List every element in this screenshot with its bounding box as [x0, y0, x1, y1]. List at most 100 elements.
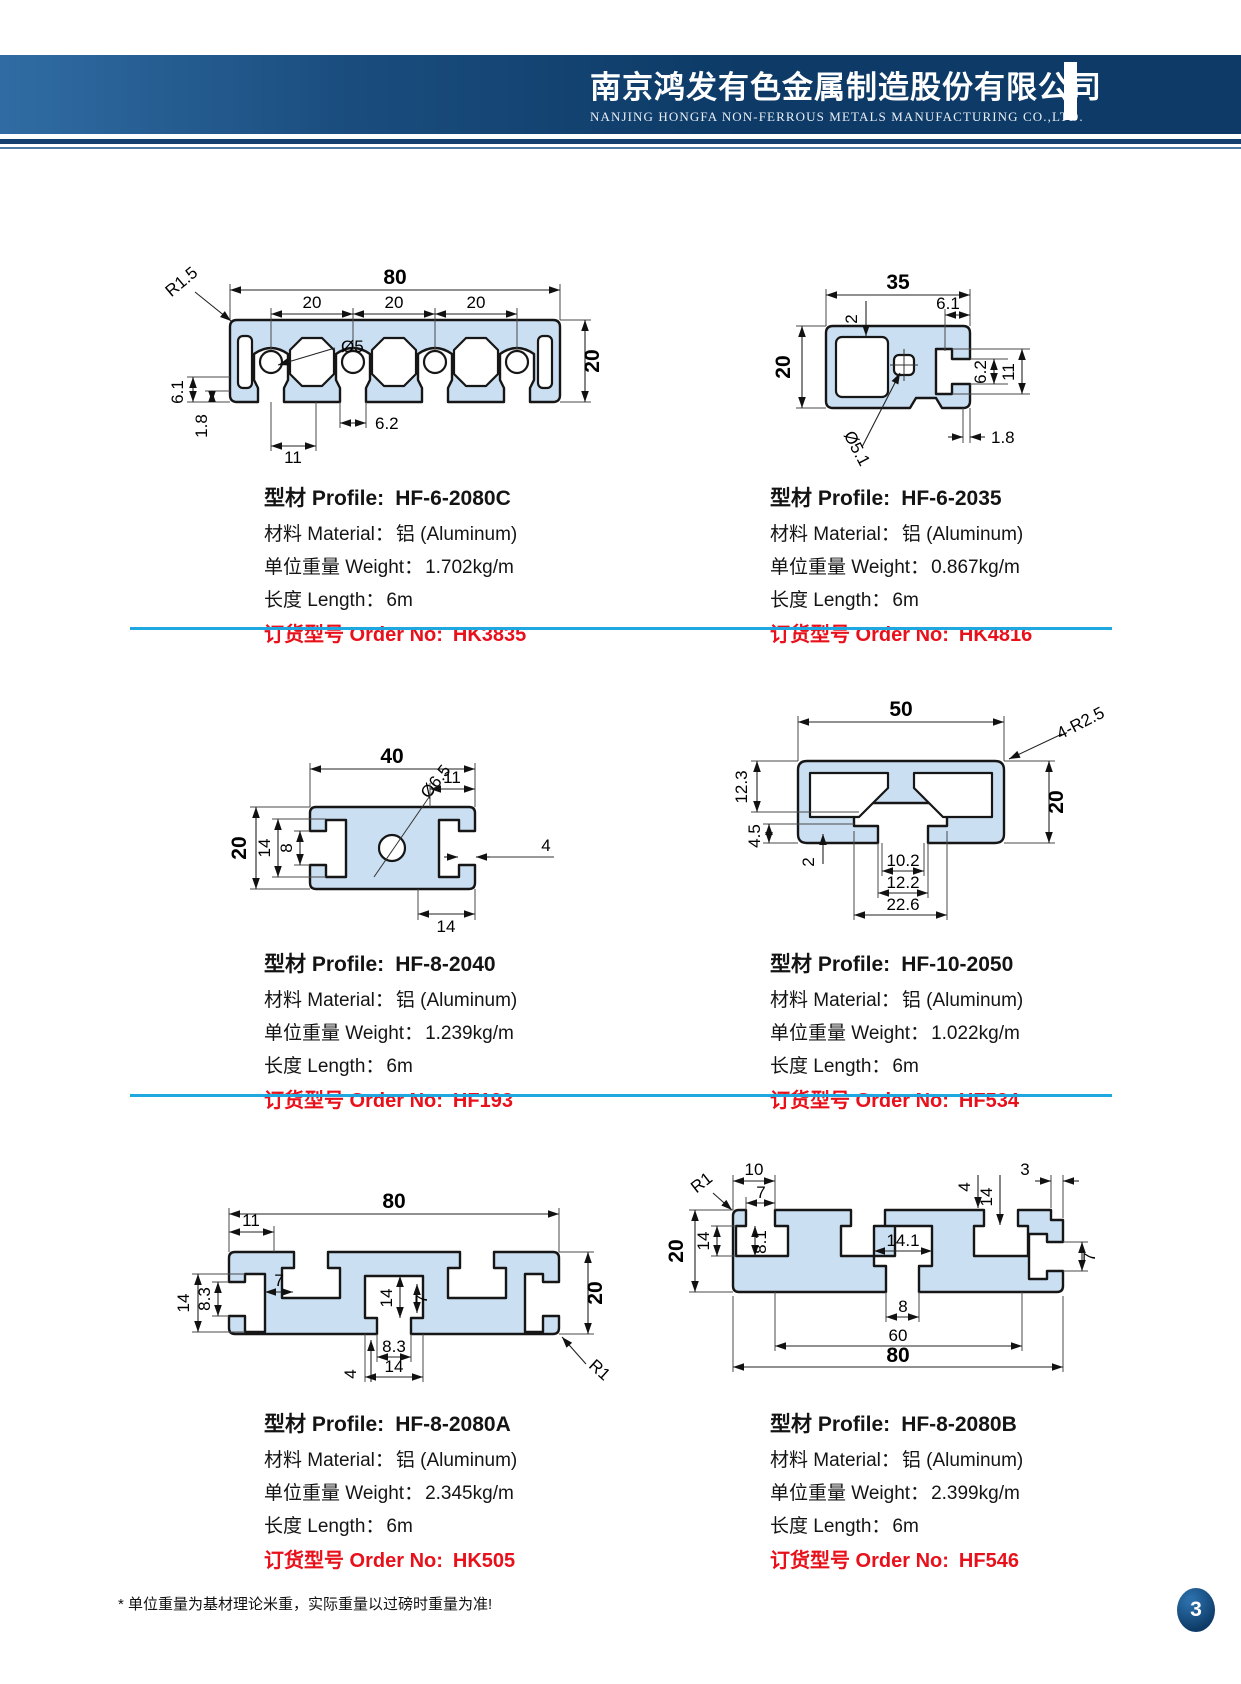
- material-value: 铝 (Aluminum): [901, 524, 1024, 545]
- profile-line: 型材 Profile: HF-8-2040: [264, 948, 517, 978]
- profile-drawing-hf-6-2035: 35 20 6.1 2 6.2 11 1.8 Ø5.1: [772, 271, 1030, 469]
- material-label: 材料 Material：: [264, 1450, 394, 1471]
- length-label: 长度 Length：: [264, 1516, 385, 1537]
- material-line: 材料 Material：铝 (Aluminum): [264, 1445, 517, 1472]
- dim-label: 10: [745, 1160, 764, 1179]
- length-value: 6m: [386, 590, 413, 611]
- dim-label: 80: [382, 1190, 405, 1213]
- dim-label: 1.8: [192, 414, 211, 438]
- order-line: 订货型号 Order No:HK4816: [770, 618, 1032, 647]
- material-value: 铝 (Aluminum): [395, 1450, 518, 1471]
- length-value: 6m: [892, 590, 919, 611]
- product-info-hf-8-2040: 型材 Profile:HF-8-2040 材料 Material：铝 (Alum…: [264, 948, 517, 1113]
- weight-line: 单位重量 Weight：2.399kg/m: [770, 1478, 1023, 1505]
- profile-value: HF-10-2050: [901, 953, 1014, 976]
- dim-label: 20: [467, 293, 486, 312]
- product-info-hf-6-2035: 型材 Profile:HF-6-2035 材料 Material：铝 (Alum…: [770, 482, 1032, 647]
- header-rule-thin: [0, 147, 1241, 149]
- profile-line: 型材 Profile: HF-8-2080A: [264, 1408, 517, 1438]
- weight-label: 单位重量 Weight：: [264, 1023, 424, 1044]
- dim-label: Ø5: [341, 337, 364, 356]
- dim-label: 20: [772, 355, 795, 378]
- weight-label: 单位重量 Weight：: [264, 557, 424, 578]
- dim-label: 6.1: [168, 380, 187, 404]
- length-label: 长度 Length：: [770, 1516, 891, 1537]
- weight-line: 单位重量 Weight：1.022kg/m: [770, 1018, 1023, 1045]
- material-line: 材料 Material：铝 (Aluminum): [770, 519, 1032, 546]
- dim-label: 4: [341, 1369, 360, 1378]
- order-label: 订货型号 Order No:: [770, 1550, 949, 1572]
- header-band: 南京鸿发有色金属制造股份有限公司 NANJING HONGFA NON-FERR…: [0, 55, 1241, 134]
- dim-label: R1.5: [162, 263, 202, 301]
- profile-value: HF-8-2040: [395, 953, 496, 976]
- company-name-cn: 南京鸿发有色金属制造股份有限公司: [590, 70, 1102, 105]
- profile-label: 型材 Profile:: [264, 953, 385, 976]
- material-label: 材料 Material：: [770, 990, 900, 1011]
- length-line: 长度 Length：6m: [770, 1051, 1023, 1078]
- dim-label: 14: [437, 917, 456, 936]
- dim-label: 6.2: [971, 360, 990, 384]
- profile-line: 型材 Profile: HF-10-2050: [770, 948, 1023, 978]
- header-rule-thick: [0, 139, 1241, 144]
- dim-label: 20: [1045, 790, 1068, 813]
- weight-label: 单位重量 Weight：: [770, 557, 930, 578]
- section-divider: [130, 627, 1112, 630]
- length-label: 长度 Length：: [770, 590, 891, 611]
- dim-label: 80: [383, 266, 406, 289]
- dim-label: 6.2: [375, 414, 399, 433]
- footer-note: * 单位重量为基材理论米重，实际重量以过磅时重量为准!: [118, 1596, 493, 1613]
- profile-label: 型材 Profile:: [264, 1413, 385, 1436]
- profile-label: 型材 Profile:: [770, 953, 891, 976]
- dim-label: 40: [380, 745, 403, 768]
- profile-drawing-hf-6-2080c: 80 20 20 20 20 R1.5 Ø5 6.2 11 6.1 1.8: [162, 263, 604, 467]
- dim-label: 14: [694, 1232, 713, 1251]
- dim-label: 8: [898, 1297, 907, 1316]
- product-info-hf-8-2080b: 型材 Profile:HF-8-2080B 材料 Material：铝 (Alu…: [770, 1408, 1023, 1573]
- profile-value: HF-6-2080C: [395, 487, 511, 510]
- dim-label: 8.3: [195, 1287, 214, 1311]
- dim-label: 2: [842, 314, 861, 323]
- length-value: 6m: [386, 1056, 413, 1077]
- profile-value: HF-8-2080A: [395, 1413, 511, 1436]
- dim-label: R1: [585, 1356, 614, 1385]
- length-line: 长度 Length：6m: [770, 585, 1032, 612]
- dim-label: 6.1: [936, 294, 960, 313]
- profile-label: 型材 Profile:: [770, 1413, 891, 1436]
- page-number-badge: 3: [1177, 1588, 1215, 1632]
- dim-label: 14: [174, 1294, 193, 1313]
- dim-label: 60: [889, 1326, 908, 1345]
- weight-label: 单位重量 Weight：: [264, 1483, 424, 1504]
- dim-label: 7: [756, 1183, 765, 1202]
- material-line: 材料 Material：铝 (Aluminum): [264, 519, 526, 546]
- dim-label: 35: [886, 271, 910, 294]
- length-label: 长度 Length：: [770, 1056, 891, 1077]
- order-value: HF546: [958, 1550, 1019, 1572]
- dim-label: 14: [385, 1357, 404, 1376]
- dim-label: 20: [665, 1239, 688, 1262]
- dim-label: 7: [412, 1294, 431, 1303]
- length-line: 长度 Length：6m: [264, 585, 526, 612]
- material-label: 材料 Material：: [770, 1450, 900, 1471]
- dim-label: 3: [1020, 1160, 1029, 1179]
- material-value: 铝 (Aluminum): [395, 990, 518, 1011]
- dim-label: 7: [1080, 1252, 1099, 1261]
- material-value: 铝 (Aluminum): [901, 1450, 1024, 1471]
- header-accent-bar: [1064, 62, 1077, 120]
- length-value: 6m: [892, 1056, 919, 1077]
- dim-label: 8.3: [382, 1337, 406, 1356]
- material-line: 材料 Material：铝 (Aluminum): [770, 985, 1023, 1012]
- dim-label: 14: [377, 1289, 396, 1308]
- profile-line: 型材 Profile:HF-6-2080C: [264, 482, 526, 512]
- weight-label: 单位重量 Weight：: [770, 1023, 930, 1044]
- dim-label: 14: [255, 839, 274, 858]
- dim-label: 11: [284, 448, 302, 467]
- profile-drawing-hf-8-2040: 40 Ø6.5 11 4 20 14 8 14: [228, 745, 554, 936]
- length-label: 长度 Length：: [264, 590, 385, 611]
- section-divider: [130, 1094, 1112, 1097]
- dim-label: 11: [242, 1211, 260, 1230]
- profile-drawing-hf-8-2080a: 80 11 14 8.3 7 14 7 4 8.3 14 20 R1: [174, 1190, 614, 1385]
- dim-label: 4: [955, 1182, 974, 1191]
- profile-label: 型材 Profile:: [770, 487, 891, 510]
- weight-value: 1.022kg/m: [931, 1023, 1020, 1044]
